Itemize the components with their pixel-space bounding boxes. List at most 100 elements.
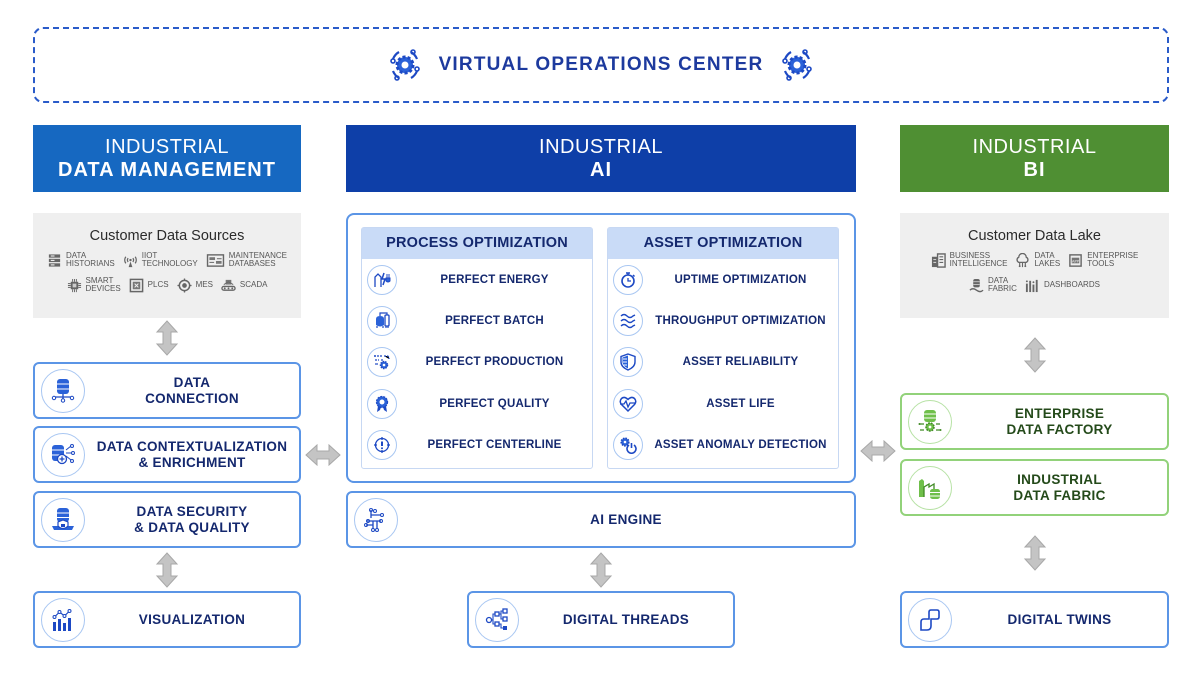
source-label: SMART <box>85 275 114 285</box>
header-line2: BI <box>1023 158 1046 181</box>
process-item-perfect-production[interactable]: PERFECT PRODUCTION <box>362 342 592 383</box>
process-item-perfect-centerline[interactable]: PERFECT CENTERLINE <box>362 425 592 466</box>
icon-circle <box>908 399 952 444</box>
horizontal-double-arrow-icon <box>305 444 341 466</box>
source-label: HISTORIANS <box>66 259 115 269</box>
box-label: DATA CONTEXTUALIZATION& ENRICHMENT <box>85 439 299 470</box>
item-label: PERFECT PRODUCTION <box>425 356 564 369</box>
ai-engine-box[interactable]: AI ENGINE <box>346 491 856 548</box>
icon-circle <box>367 264 397 295</box>
source-label: IIOT <box>141 251 158 260</box>
source-label: MAINTENANCE <box>228 251 287 260</box>
item-label: PERFECT QUALITY <box>439 397 550 410</box>
dashboard-bars-icon <box>1025 279 1038 292</box>
box-label-line1: INDUSTRIAL <box>1017 471 1102 487</box>
header-line1: INDUSTRIAL <box>105 135 229 158</box>
vertical-double-arrow-icon <box>1023 535 1047 571</box>
banner-title: VIRTUAL OPERATIONS CENTER <box>438 54 764 75</box>
source-label: DATABASES <box>228 259 276 269</box>
virtual-operations-center-banner: VIRTUAL OPERATIONS CENTER <box>33 27 1169 103</box>
lake-label: FABRIC <box>988 284 1017 294</box>
data-security-box[interactable]: DATA SECURITY& DATA QUALITY <box>33 491 301 548</box>
box-label: DIGITAL TWINS <box>1007 611 1112 627</box>
header-line1: INDUSTRIAL <box>972 135 1097 158</box>
app-icon: APP <box>1069 254 1083 267</box>
gear-power-icon <box>620 437 637 455</box>
factory-database-icon <box>919 478 940 499</box>
source-label: DATA <box>66 251 87 260</box>
header-industrial-ai: INDUSTRIAL AI <box>346 125 856 192</box>
asset-item-asset-life[interactable]: ASSET LIFE <box>608 383 838 424</box>
process-item-perfect-batch[interactable]: PERFECT BATCH <box>362 300 592 341</box>
header-line2: DATA MANAGEMENT <box>58 158 276 181</box>
item-label: ASSET RELIABILITY <box>682 356 799 369</box>
process-optimization-panel: PROCESS OPTIMIZATION PERFECT ENERGY PERF… <box>361 227 593 469</box>
asset-item-asset-anomaly-detection[interactable]: ASSET ANOMALY DETECTION <box>608 425 838 466</box>
icon-circle <box>41 368 85 413</box>
gear-network-icon <box>389 49 420 81</box>
box-label-line2: & DATA QUALITY <box>134 519 250 535</box>
visualization-box[interactable]: VISUALIZATION <box>33 591 301 648</box>
item-label: UPTIME OPTIMIZATION <box>674 273 807 286</box>
item-label: PERFECT ENERGY <box>440 273 549 286</box>
vertical-double-arrow-icon <box>1023 337 1047 373</box>
vertical-double-arrow-icon <box>155 320 179 356</box>
lake-label: LAKES <box>1034 259 1061 269</box>
lake-label: DASHBOARDS <box>1043 279 1100 289</box>
digital-threads-box[interactable]: DIGITAL THREADS <box>467 591 735 648</box>
lake-label: DATA <box>1034 251 1055 260</box>
header-line1: INDUSTRIAL <box>539 135 663 158</box>
server-icon <box>48 254 61 267</box>
digital-twins-box[interactable]: DIGITAL TWINS <box>900 591 1169 648</box>
icon-circle <box>613 388 643 419</box>
item-label: PERFECT CENTERLINE <box>427 439 562 452</box>
data-contextualization-box[interactable]: DATA CONTEXTUALIZATION& ENRICHMENT <box>33 426 301 483</box>
process-item-perfect-quality[interactable]: PERFECT QUALITY <box>362 383 592 424</box>
plc-icon <box>129 278 143 293</box>
asset-optimization-panel: ASSET OPTIMIZATION UPTIME OPTIMIZATION T… <box>607 227 839 469</box>
box-label-line1: ENTERPRISE <box>1014 405 1105 421</box>
box-label-line2: DATA FABRIC <box>1013 487 1106 503</box>
item-label: PERFECT BATCH <box>445 315 544 328</box>
source-label: PLCS <box>147 279 169 289</box>
process-optimization-title: PROCESS OPTIMIZATION <box>362 228 592 259</box>
lake-label: DATA <box>988 275 1009 285</box>
target-icon <box>177 278 192 293</box>
source-item-plcs: PLCS <box>129 278 169 293</box>
item-label: ASSET ANOMALY DETECTION <box>654 439 827 452</box>
database-panel-icon <box>206 254 224 267</box>
icon-circle <box>613 306 643 337</box>
energy-plug-icon <box>374 272 391 287</box>
source-label: TECHNOLOGY <box>141 259 198 269</box>
svg-text:APP: APP <box>1072 259 1080 263</box>
stopwatch-icon <box>621 271 636 288</box>
asset-item-throughput-optimization[interactable]: THROUGHPUT OPTIMIZATION <box>608 300 838 341</box>
asset-item-asset-reliability[interactable]: ASSET RELIABILITY <box>608 342 838 383</box>
gear-network-icon <box>782 49 813 81</box>
box-label-line1: DATA SECURITY <box>136 503 248 519</box>
item-label: ASSET LIFE <box>706 397 775 410</box>
process-item-perfect-energy[interactable]: PERFECT ENERGY <box>362 259 592 300</box>
award-ribbon-icon <box>375 395 389 412</box>
icon-circle <box>908 465 952 510</box>
icon-circle <box>354 497 398 542</box>
box-label: DIGITAL THREADS <box>562 611 690 627</box>
asset-item-uptime-optimization[interactable]: UPTIME OPTIMIZATION <box>608 259 838 300</box>
source-label: DEVICES <box>85 284 121 294</box>
box-label-line1: DATA <box>173 374 211 390</box>
building-icon <box>931 253 946 268</box>
ai-optimization-container <box>346 213 856 483</box>
source-label: SCADA <box>239 279 268 289</box>
horizontal-double-arrow-icon <box>860 440 896 462</box>
